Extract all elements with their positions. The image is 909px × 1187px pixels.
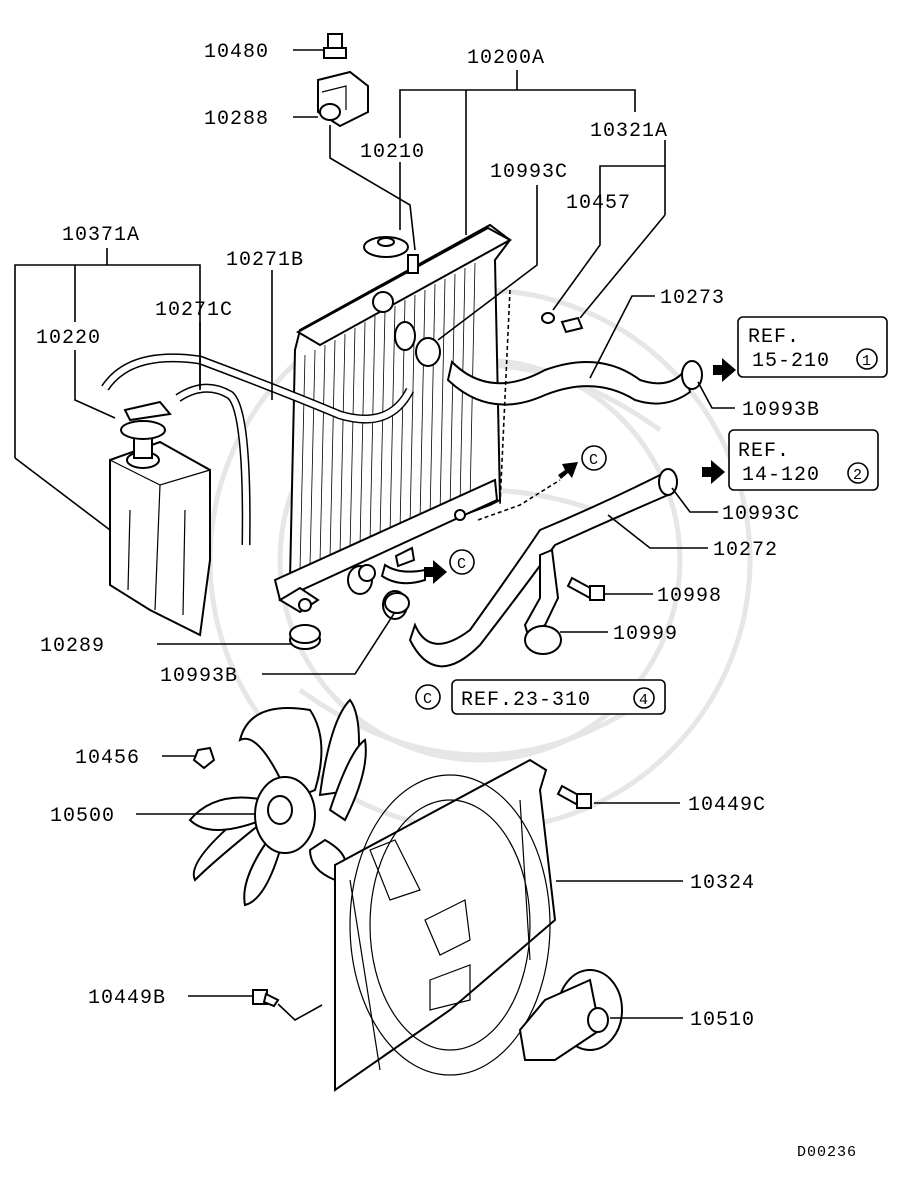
- fan-shroud: [334, 758, 557, 1092]
- upper-radiator-hose: [415, 337, 692, 406]
- fan-nut: [192, 746, 216, 770]
- ref-box-1: REF. 15-210 1: [737, 316, 888, 378]
- label-10510: 10510: [690, 1009, 755, 1032]
- ref3-connector: C: [423, 691, 433, 708]
- label-10324: 10324: [690, 872, 755, 895]
- connector-c-lower: C: [449, 549, 475, 575]
- radiator: [273, 223, 513, 614]
- upper-hose-clamp: [681, 360, 703, 390]
- diagram-code: D00236: [797, 1144, 857, 1161]
- label-10449B: 10449B: [88, 987, 166, 1010]
- label-10273: 10273: [660, 287, 725, 310]
- overflow-hose: [101, 353, 415, 424]
- label-10321A: 10321A: [590, 120, 668, 143]
- arrow-to-ref1: [713, 358, 736, 382]
- label-10999: 10999: [613, 623, 678, 646]
- radiator-cap: [363, 236, 409, 258]
- label-10210: 10210: [360, 141, 425, 164]
- label-10288: 10288: [204, 108, 269, 131]
- shroud-bolt-lower: [252, 989, 280, 1008]
- fan-motor: [518, 969, 623, 1061]
- label-10500: 10500: [50, 805, 115, 828]
- ref3-number: 4: [639, 692, 649, 709]
- label-10289: 10289: [40, 635, 105, 658]
- ref1-title: REF.: [748, 326, 800, 349]
- ref-box-3: C REF.23-310 4: [415, 679, 666, 715]
- arrow-to-c-upper: [558, 462, 578, 479]
- flow-arrows: [424, 358, 736, 584]
- label-10449C: 10449C: [688, 794, 766, 817]
- label-10998: 10998: [657, 585, 722, 608]
- drain-assembly: [358, 563, 426, 585]
- label-10480: 10480: [204, 41, 269, 64]
- label-10200A: 10200A: [467, 47, 545, 70]
- arrow-to-c-lower: [424, 560, 447, 584]
- label-10220: 10220: [36, 327, 101, 350]
- ref2-title: REF.: [738, 440, 790, 463]
- lower-hose-clamp: [384, 592, 410, 614]
- breather-hose: [175, 383, 251, 546]
- ref3-code: REF.23-310: [461, 689, 591, 712]
- connector-c-upper: C: [581, 445, 607, 471]
- bracket-bolt: [566, 576, 605, 601]
- svg-text:C: C: [457, 556, 467, 573]
- svg-text:C: C: [589, 452, 599, 469]
- mount-bolt: [323, 33, 347, 59]
- part-number-labels: 10480 10288 10200A 10210 10321A 10993C 1…: [36, 41, 820, 1032]
- ref1-number: 1: [862, 353, 872, 370]
- ref1-code: 15-210: [752, 350, 830, 373]
- drain-cock-fitting: [541, 312, 584, 334]
- shroud-bolt-upper: [556, 784, 592, 809]
- radiator-mount-bracket: [317, 70, 369, 128]
- label-10457: 10457: [566, 192, 631, 215]
- radiator-grommet: [289, 624, 321, 650]
- label-10993B-right: 10993B: [742, 399, 820, 422]
- label-10993C-right: 10993C: [722, 503, 800, 526]
- ref2-number: 2: [853, 467, 863, 484]
- label-10993B-bottom: 10993B: [160, 665, 238, 688]
- hose-bracket: [523, 548, 562, 655]
- arrow-to-ref2: [702, 460, 725, 484]
- label-10993C-top: 10993C: [490, 161, 568, 184]
- label-10271B: 10271B: [226, 249, 304, 272]
- label-10272: 10272: [713, 539, 778, 562]
- ref-box-2: REF. 14-120 2: [728, 429, 879, 491]
- leader-lines: [14, 49, 735, 1021]
- label-10271C: 10271C: [155, 299, 233, 322]
- ref2-code: 14-120: [742, 464, 820, 487]
- label-10456: 10456: [75, 747, 140, 770]
- label-10371A: 10371A: [62, 224, 140, 247]
- reserve-tank-cap: [120, 400, 172, 440]
- reserve-tank: [109, 437, 211, 637]
